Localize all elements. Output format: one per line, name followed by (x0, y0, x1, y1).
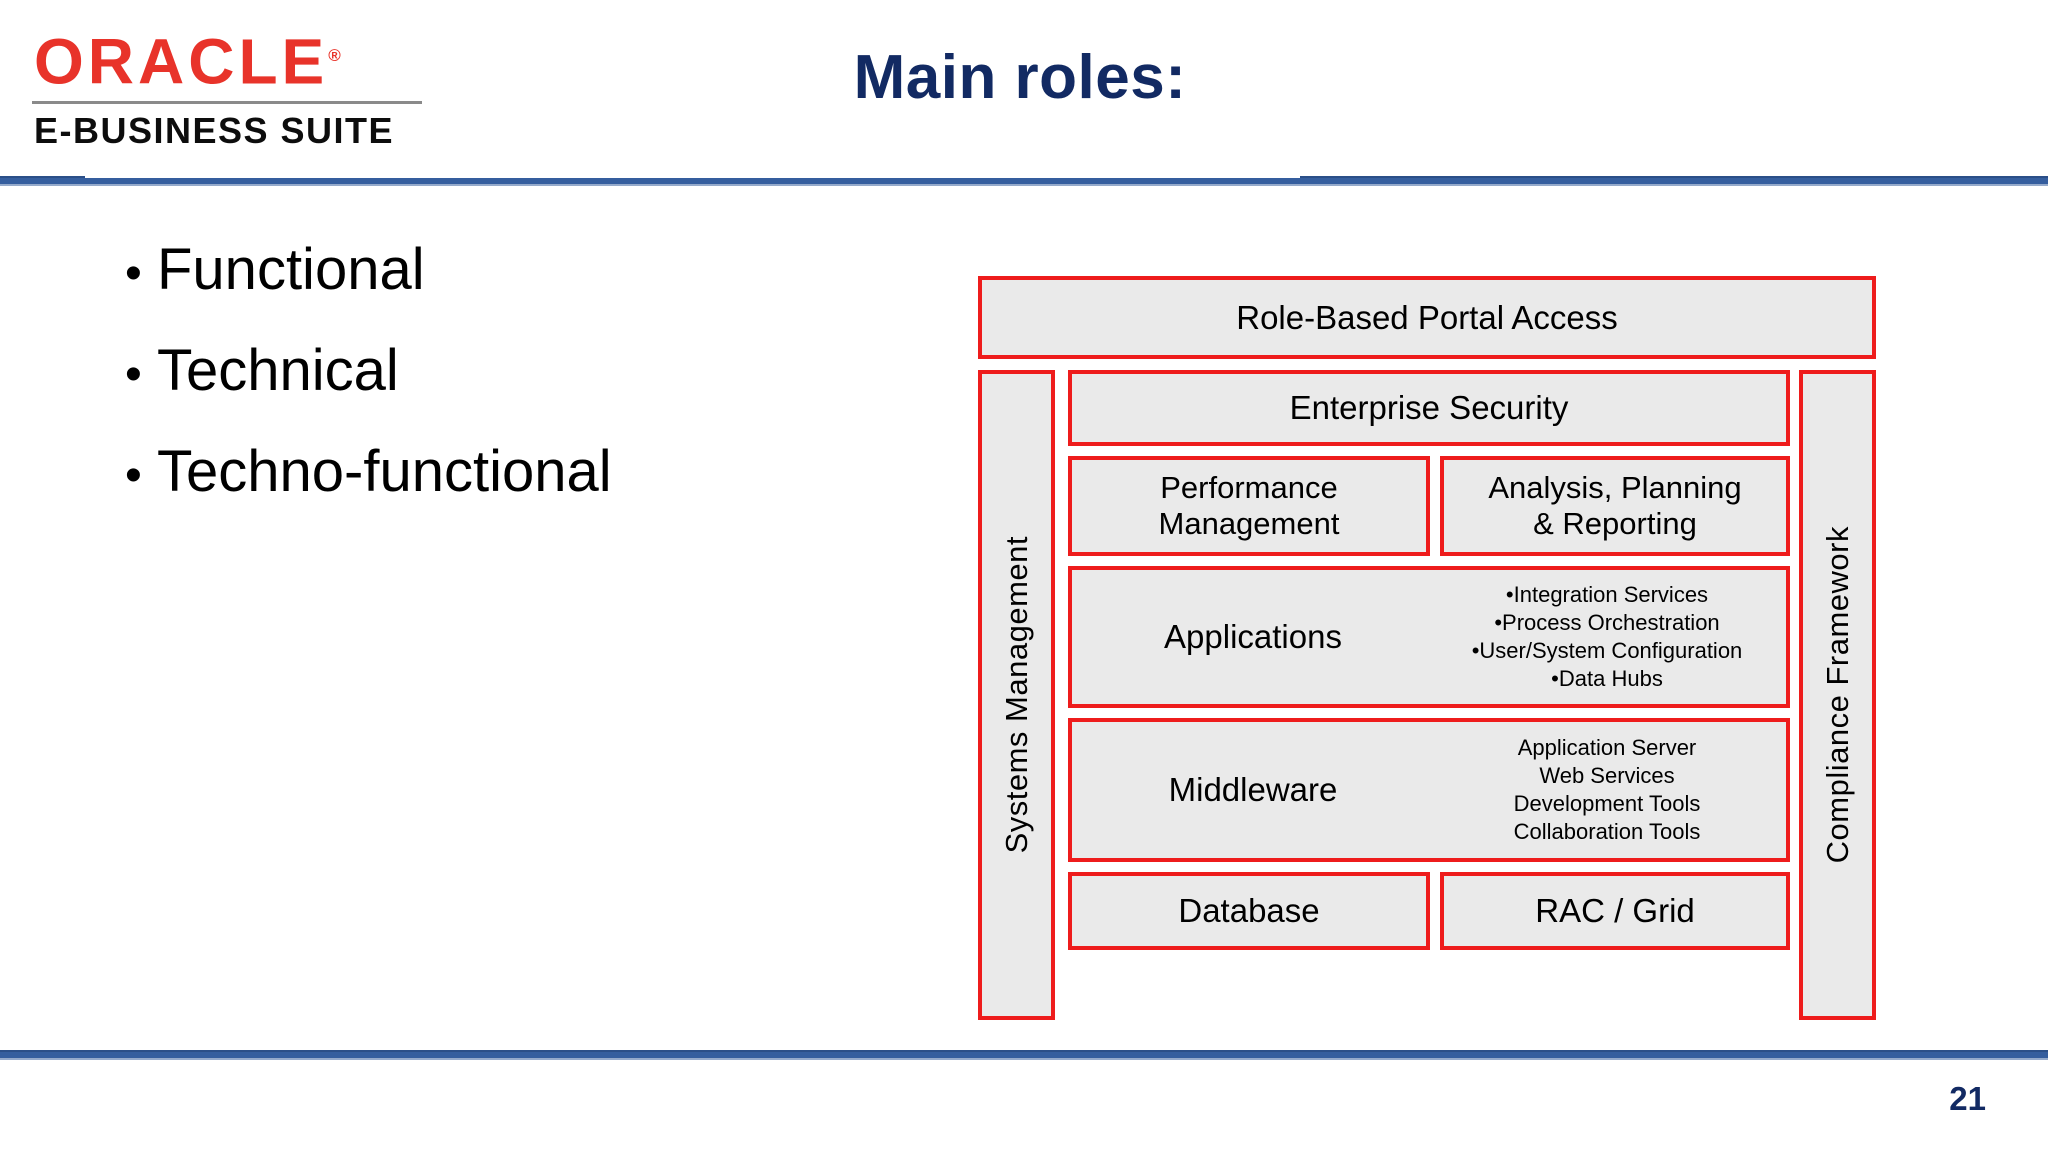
sublist-item: Application Server (1517, 734, 1697, 760)
diagram-pillar-label: Systems Management (998, 536, 1034, 854)
diagram-layer-stack: Enterprise Security Performance Manageme… (1068, 370, 1790, 1020)
sublist-item: •User/System Configuration (1471, 638, 1743, 663)
diagram-pillar-compliance-framework: Compliance Framework (1799, 370, 1876, 1020)
diagram-box-middleware: Middleware Application Server Web Servic… (1068, 718, 1790, 862)
diagram-box-label-line2: & Reporting (1533, 506, 1697, 541)
sublist-item: •Data Hubs (1551, 666, 1663, 692)
list-item-label: Technical (157, 337, 399, 403)
diagram-box-label-line1: Analysis, Planning (1488, 470, 1742, 506)
diagram-box-applications: Applications •Integration Services •Proc… (1068, 566, 1790, 708)
list-item: • Techno-functional (125, 438, 885, 504)
diagram-box-label: Middleware (1168, 771, 1338, 808)
diagram-box-label: Role-Based Portal Access (1236, 298, 1618, 336)
slide-header: ORACLE® E-BUSINESS SUITE Main roles: (0, 0, 2048, 186)
diagram-box-label: Analysis, Planning & Reporting (1488, 470, 1741, 542)
diagram-box-label: Performance Management (1159, 470, 1340, 542)
oracle-ebs-logo: ORACLE® E-BUSINESS SUITE (30, 22, 430, 152)
diagram-row-performance: Performance Management Analysis, Plannin… (1068, 456, 1790, 556)
logo-divider (32, 101, 422, 105)
diagram-box-label: Database (1178, 892, 1320, 929)
footer-divider (0, 1050, 2048, 1060)
diagram-box-sublist: •Integration Services •Process Orchestra… (1434, 581, 1786, 694)
diagram-box-content: Applications •Integration Services •Proc… (1072, 570, 1786, 704)
sublist-item: •Process Orchestration (1494, 609, 1720, 635)
list-item-label: Techno-functional (157, 438, 612, 504)
list-item: • Technical (125, 337, 885, 403)
diagram-body: Systems Management Compliance Framework … (978, 370, 1876, 1020)
header-divider-notch (85, 170, 1300, 178)
diagram-box-label-line2: Management (1158, 506, 1340, 541)
page-number: 21 (1949, 1080, 1986, 1117)
sublist-item: Development Tools (1513, 791, 1701, 816)
bullet-icon: • (125, 448, 142, 502)
diagram-row-applications: Applications •Integration Services •Proc… (1068, 566, 1790, 708)
sublist-item: Collaboration Tools (1513, 819, 1701, 845)
main-roles-list: • Functional • Technical • Techno-functi… (125, 237, 885, 543)
diagram-box-performance-management: Performance Management (1068, 456, 1430, 556)
sublist-item: •Integration Services (1505, 581, 1709, 607)
registered-trademark-icon: ® (328, 46, 341, 65)
diagram-box-portal-access: Role-Based Portal Access (978, 276, 1876, 359)
bullet-icon: • (125, 347, 142, 401)
diagram-box-label-line1: Performance (1160, 470, 1338, 506)
page-title: Main roles: (853, 43, 1187, 112)
diagram-box-database: Database (1068, 872, 1430, 950)
list-item: • Functional (125, 237, 885, 302)
list-item-label: Functional (157, 237, 425, 302)
diagram-pillar-label: Compliance Framework (1819, 526, 1855, 864)
diagram-pillar-systems-management: Systems Management (978, 370, 1055, 1020)
diagram-box-label: Applications (1164, 618, 1342, 655)
diagram-box-analysis-planning-reporting: Analysis, Planning & Reporting (1440, 456, 1790, 556)
diagram-row-foundation: Database RAC / Grid (1068, 872, 1790, 950)
sublist-item: Web Services (1539, 762, 1675, 788)
bullet-icon: • (125, 247, 142, 300)
diagram-box-label: Enterprise Security (1289, 389, 1569, 426)
oracle-wordmark: ORACLE® (30, 22, 430, 95)
ebs-subtitle: E-BUSINESS SUITE (34, 110, 395, 152)
diagram-box-label: RAC / Grid (1535, 892, 1695, 929)
diagram-box-rac-grid: RAC / Grid (1440, 872, 1790, 950)
diagram-box-content: Middleware Application Server Web Servic… (1072, 722, 1786, 858)
oracle-wordmark-text: ORACLE (34, 25, 329, 98)
diagram-row-middleware: Middleware Application Server Web Servic… (1068, 718, 1790, 862)
diagram-box-enterprise-security: Enterprise Security (1068, 370, 1790, 446)
diagram-box-sublist: Application Server Web Services Developm… (1434, 734, 1786, 847)
architecture-diagram: Role-Based Portal Access Systems Managem… (978, 276, 1876, 1020)
